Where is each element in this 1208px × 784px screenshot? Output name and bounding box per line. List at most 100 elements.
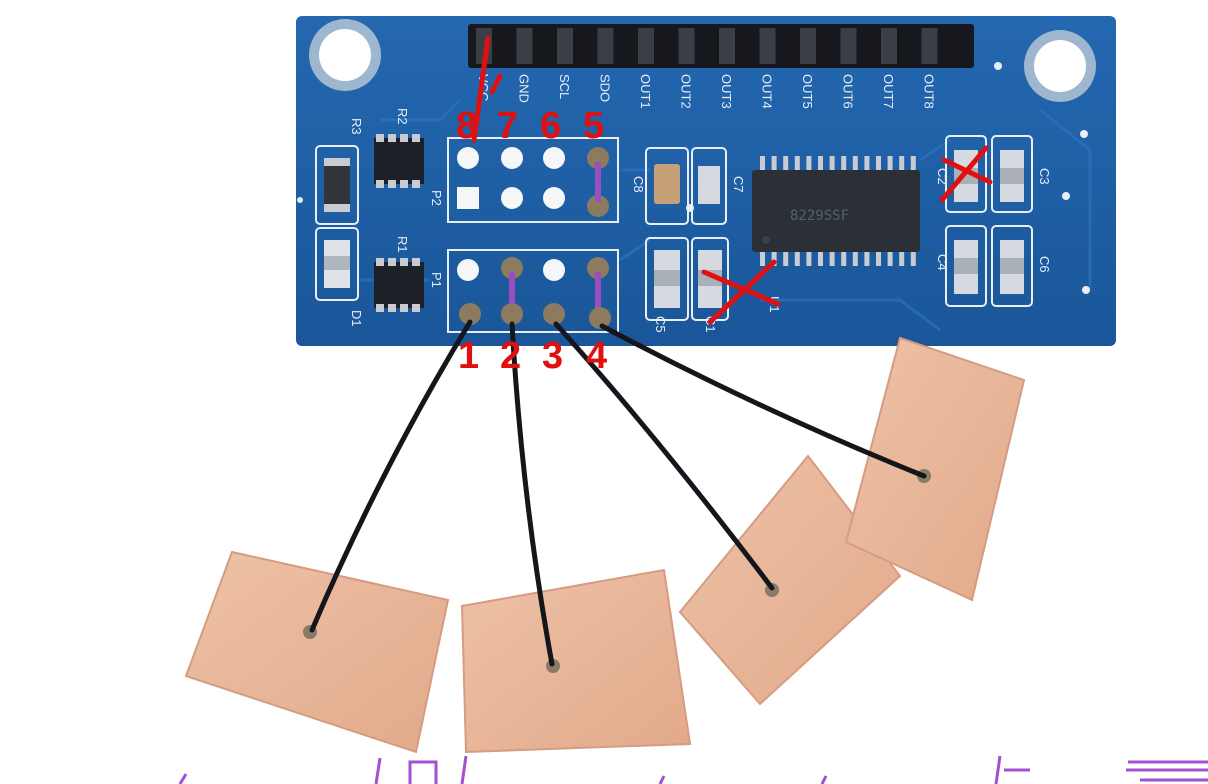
label-d1: D1: [349, 310, 364, 327]
component-c3: C3: [991, 135, 1052, 213]
bottom-cropped-strip: [178, 755, 1208, 784]
header-label: OUT7: [881, 74, 896, 109]
pin-header: [468, 24, 974, 68]
mounting-hole-left: [309, 19, 381, 91]
annot-num-2: 2: [500, 335, 521, 377]
component-r2: R2: [374, 108, 424, 188]
header-pins: [476, 28, 938, 64]
chip-pin: [876, 156, 881, 170]
chip-pin: [910, 252, 916, 266]
chip-pin: [876, 252, 881, 266]
header-label: OUT8: [922, 74, 937, 109]
component-d1: D1: [315, 227, 364, 327]
wire-pin-2: [509, 321, 555, 667]
chip-pin: [841, 156, 847, 170]
header-label: OUT2: [679, 74, 694, 109]
annotation-marks: [471, 35, 993, 325]
label-c2: C2: [935, 168, 950, 185]
wires: [309, 319, 927, 667]
label-r2: R2: [395, 108, 410, 125]
chip-pins: [760, 156, 916, 266]
cross-mark-c2: [939, 145, 993, 203]
slash-mark-vcc: [471, 35, 491, 143]
label-p1: P1: [429, 272, 444, 288]
p1-pin-2: [501, 303, 523, 325]
header-label: OUT6: [841, 74, 856, 109]
component-c7: C7: [691, 147, 746, 225]
header-label: OUT4: [760, 74, 775, 109]
label-c7: C7: [731, 176, 746, 193]
label-c5: C5: [653, 316, 668, 333]
annot-num-5: 5: [583, 105, 604, 147]
component-c5: C5: [645, 237, 689, 333]
wire-pin-4: [599, 323, 927, 479]
p2-pin-8: [457, 147, 479, 169]
label-r1: R1: [395, 236, 410, 253]
annot-num-6: 6: [540, 105, 561, 147]
component-c8: C8: [631, 147, 689, 225]
header-label: OUT5: [800, 74, 815, 109]
header-pin: [597, 28, 614, 64]
component-c4: C4: [935, 225, 987, 307]
annot-num-8: 8: [456, 105, 477, 147]
p2-pin-7: [501, 147, 523, 169]
chip-pin: [852, 252, 858, 266]
chip-pin: [783, 156, 789, 170]
cross-mark-c1: [701, 259, 781, 325]
component-c6: C6: [991, 225, 1052, 307]
chip-pin: [899, 252, 905, 266]
chip-pin: [864, 252, 870, 266]
header-label: SCL: [557, 74, 572, 99]
chip-pin: [841, 252, 847, 266]
annot-num-4: 4: [586, 335, 607, 377]
chip-pin: [771, 156, 777, 170]
label-c4: C4: [935, 254, 950, 271]
chip-pin: [783, 252, 789, 266]
chip-pin: [760, 252, 765, 266]
p1-pin-4: [589, 307, 611, 329]
header-pin: [719, 28, 735, 64]
header-pin: [881, 28, 897, 64]
chip-u1: 8229SSF U1: [752, 156, 920, 313]
p2-pin-5: [587, 147, 609, 169]
wire-pin-3: [553, 321, 775, 591]
chip-pin: [771, 252, 777, 266]
chip-pin: [794, 156, 800, 170]
copper-pad-2: [460, 568, 692, 754]
mounting-hole-right: [1024, 30, 1096, 102]
chip-pin: [887, 156, 893, 170]
p1-pin-3: [543, 303, 565, 325]
chip-pin: [806, 156, 812, 170]
label-r3: R3: [349, 118, 364, 135]
header-pin: [516, 28, 533, 64]
chip-pin: [829, 156, 835, 170]
label-c3: C3: [1037, 168, 1052, 185]
component-r3: R3: [315, 118, 364, 225]
header-pin: [638, 28, 654, 64]
copper-pad-1: [184, 550, 450, 754]
chip-pin: [864, 156, 870, 170]
p1-pin-1: [459, 303, 481, 325]
annot-num-7: 7: [497, 105, 518, 147]
slash-mark-tick: [489, 73, 503, 95]
label-c6: C6: [1037, 256, 1052, 273]
header-label: GND: [517, 74, 532, 103]
header-pin: [759, 28, 776, 64]
header-pin: [678, 28, 695, 64]
component-r1: R1: [374, 236, 424, 312]
chip-pin: [818, 252, 823, 266]
chip-pin: [806, 252, 812, 266]
chip-marking: 8229SSF: [790, 208, 849, 224]
header-label: OUT3: [719, 74, 734, 109]
chip-pin: [887, 252, 893, 266]
annot-num-3: 3: [542, 335, 563, 377]
chip-pin: [818, 156, 823, 170]
header-pin: [921, 28, 938, 64]
connector-p2: P2: [429, 137, 619, 223]
connector-p1: P1: [429, 249, 619, 333]
header-label: OUT1: [638, 74, 653, 109]
header-pin: [557, 28, 573, 64]
header-label: SDO: [598, 74, 613, 102]
